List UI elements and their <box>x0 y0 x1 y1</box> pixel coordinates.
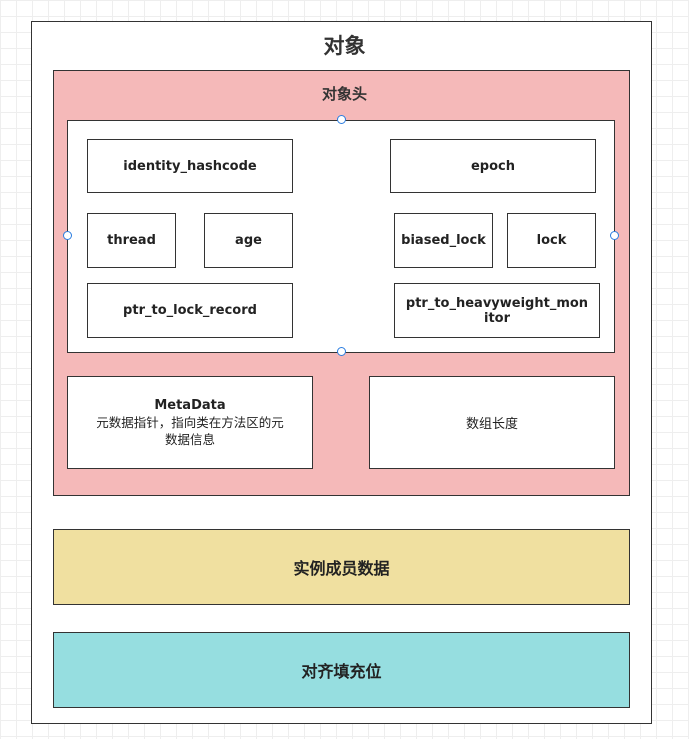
field-age[interactable]: age <box>204 213 293 268</box>
field-lock[interactable]: lock <box>507 213 596 268</box>
padding-box[interactable]: 对齐填充位 <box>53 632 630 708</box>
selection-handle-bottom[interactable] <box>337 347 346 356</box>
metadata-description: 元数据指针，指向类在方法区的元数据信息 <box>96 415 284 447</box>
selection-handle-left[interactable] <box>63 231 72 240</box>
selection-handle-right[interactable] <box>610 231 619 240</box>
field-epoch[interactable]: epoch <box>390 139 596 193</box>
object-header-title: 对象头 <box>321 85 367 103</box>
field-thread[interactable]: thread <box>87 213 176 268</box>
instance-data-box[interactable]: 实例成员数据 <box>53 529 630 605</box>
object-title: 对象 <box>323 34 366 58</box>
field-biased-lock[interactable]: biased_lock <box>394 213 493 268</box>
array-length-box[interactable]: 数组长度 <box>369 376 615 469</box>
metadata-title: MetaData <box>154 398 226 413</box>
selection-handle-top[interactable] <box>337 115 346 124</box>
field-identity-hashcode[interactable]: identity_hashcode <box>87 139 293 193</box>
field-ptr-to-lock-record[interactable]: ptr_to_lock_record <box>87 283 293 338</box>
metadata-box[interactable]: MetaData 元数据指针，指向类在方法区的元数据信息 <box>67 376 313 469</box>
field-ptr-to-heavyweight-monitor[interactable]: ptr_to_heavyweight_monitor <box>394 283 600 338</box>
